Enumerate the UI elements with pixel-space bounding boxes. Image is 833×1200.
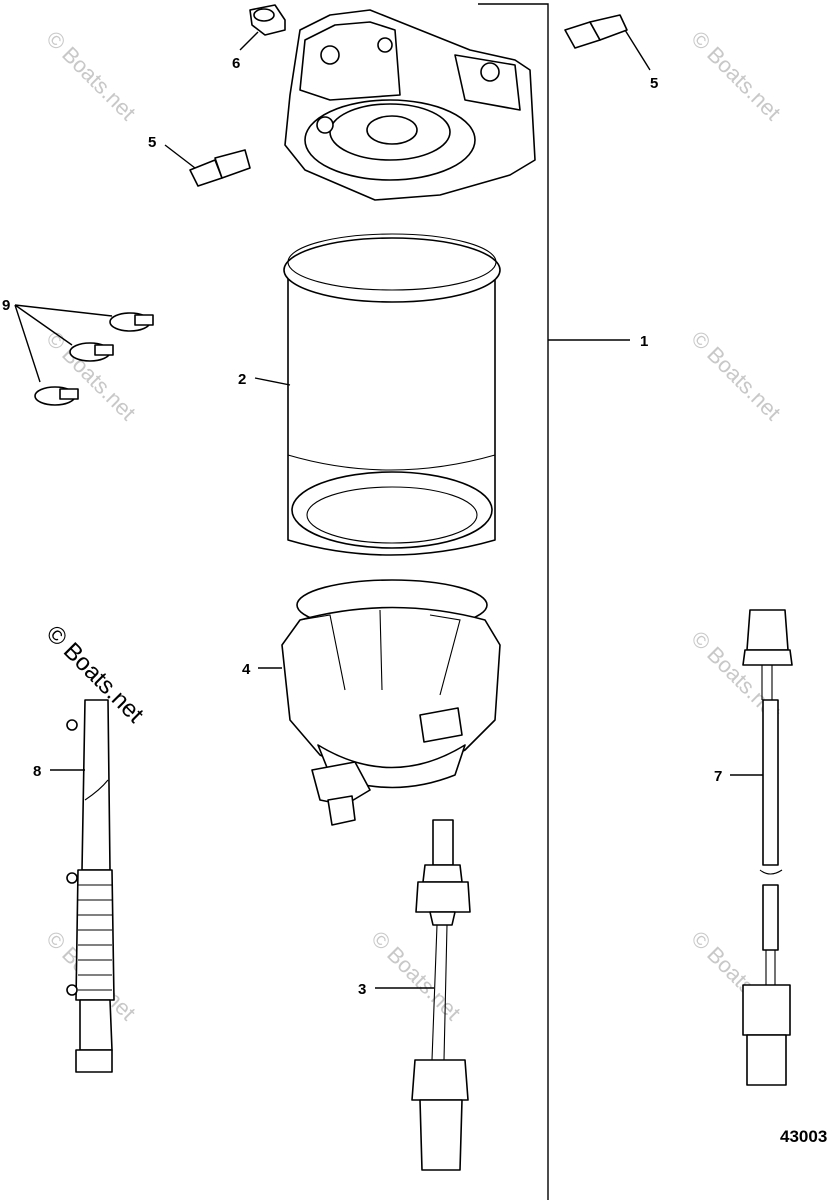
filter-head[interactable] bbox=[284, 9, 536, 201]
svg-text:5: 5 bbox=[650, 75, 658, 92]
callout-5-right: 5 bbox=[624, 29, 658, 92]
callout-1: 1 bbox=[640, 333, 648, 350]
svg-text:8: 8 bbox=[33, 763, 41, 780]
callout-7: 7 bbox=[714, 768, 763, 785]
filter-element[interactable] bbox=[283, 233, 501, 556]
watermark: © Boats.net bbox=[41, 26, 140, 125]
callout-5-left: 5 bbox=[148, 134, 196, 169]
callout-4: 4 bbox=[242, 661, 282, 678]
svg-text:4: 4 bbox=[242, 661, 251, 678]
callout-9: 9 bbox=[2, 297, 113, 383]
hose-fitting-left[interactable] bbox=[189, 149, 251, 187]
filter-bowl[interactable] bbox=[281, 579, 501, 826]
plug[interactable] bbox=[249, 4, 286, 36]
drain-hose[interactable] bbox=[66, 699, 115, 1073]
assembly-bracket bbox=[478, 3, 630, 1200]
svg-text:2: 2 bbox=[238, 371, 246, 388]
watermark: © Boats.net bbox=[686, 326, 785, 425]
callout-8: 8 bbox=[33, 763, 85, 780]
callout-2: 2 bbox=[238, 371, 291, 388]
svg-text:3: 3 bbox=[358, 981, 366, 998]
drawing-number: 43003 bbox=[780, 1127, 827, 1146]
callout-6: 6 bbox=[232, 31, 259, 72]
watermark: © Boats.net bbox=[366, 926, 465, 1025]
hose-clamps[interactable] bbox=[34, 312, 154, 406]
extension-harness[interactable] bbox=[742, 609, 793, 1086]
water-sensor-harness[interactable] bbox=[411, 819, 471, 1171]
svg-text:9: 9 bbox=[2, 297, 10, 314]
watermark: © Boats.net bbox=[686, 26, 785, 125]
callout-3: 3 bbox=[358, 981, 434, 998]
svg-text:5: 5 bbox=[148, 134, 156, 151]
svg-text:6: 6 bbox=[232, 55, 240, 72]
hose-fitting-right[interactable] bbox=[564, 14, 628, 49]
watermark: © Boats.net bbox=[41, 326, 140, 425]
svg-text:7: 7 bbox=[714, 768, 722, 785]
